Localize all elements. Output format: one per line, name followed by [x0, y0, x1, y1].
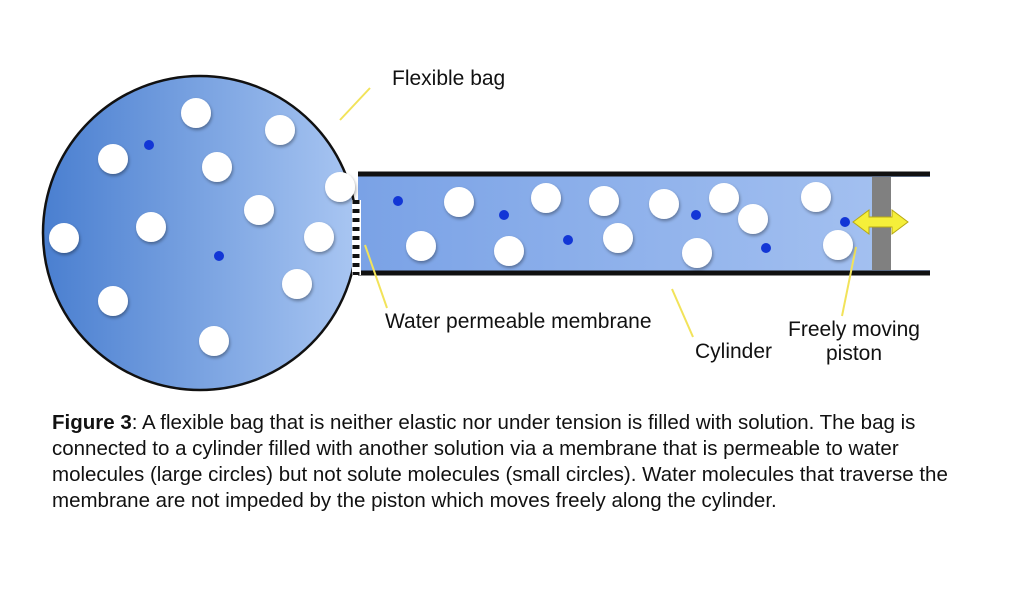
water-molecule — [304, 222, 334, 252]
water-molecule — [531, 183, 561, 213]
piston-label: Freely moving piston — [788, 318, 920, 366]
solute-molecule — [499, 210, 509, 220]
water-molecules — [49, 98, 853, 356]
water-molecule — [494, 236, 524, 266]
figure-caption: Figure 3: A flexible bag that is neither… — [52, 410, 952, 514]
water-molecule — [738, 204, 768, 234]
water-molecule — [136, 212, 166, 242]
leader-line-bag — [339, 87, 371, 121]
water-molecule — [98, 144, 128, 174]
solute-molecule — [214, 251, 224, 261]
water-molecule — [682, 238, 712, 268]
osmosis-diagram — [41, 74, 930, 392]
solute-molecule — [563, 235, 573, 245]
water-molecule — [603, 223, 633, 253]
leader-line-cylinder — [671, 288, 694, 338]
solute-molecule — [761, 243, 771, 253]
solute-molecules — [144, 140, 850, 261]
water-molecule — [709, 183, 739, 213]
cylinder-label: Cylinder — [695, 340, 773, 363]
water-molecule — [282, 269, 312, 299]
flexible-bag-label: Flexible bag — [392, 67, 506, 90]
water-molecule — [49, 223, 79, 253]
water-molecule — [801, 182, 831, 212]
water-molecule — [325, 172, 355, 202]
water-molecule — [649, 189, 679, 219]
water-molecule — [98, 286, 128, 316]
water-molecule — [244, 195, 274, 225]
water-molecule — [406, 231, 436, 261]
solute-molecule — [691, 210, 701, 220]
membrane-label: Water permeable membrane — [385, 310, 652, 333]
caption-text: : A flexible bag that is neither elastic… — [52, 411, 948, 512]
piston-label-line1: Freely moving — [788, 318, 920, 341]
piston-label-line2: piston — [825, 342, 883, 365]
water-molecule — [199, 326, 229, 356]
water-molecule — [202, 152, 232, 182]
water-molecule — [823, 230, 853, 260]
water-molecule — [265, 115, 295, 145]
piston-motion-arrow — [852, 209, 909, 235]
solute-molecule — [393, 196, 403, 206]
solute-molecule — [840, 217, 850, 227]
solute-molecule — [144, 140, 154, 150]
water-molecule — [589, 186, 619, 216]
figure-number: Figure 3 — [52, 411, 132, 434]
leader-line-membrane — [364, 244, 388, 309]
water-molecule — [444, 187, 474, 217]
water-molecule — [181, 98, 211, 128]
leader-line-piston — [841, 246, 857, 317]
